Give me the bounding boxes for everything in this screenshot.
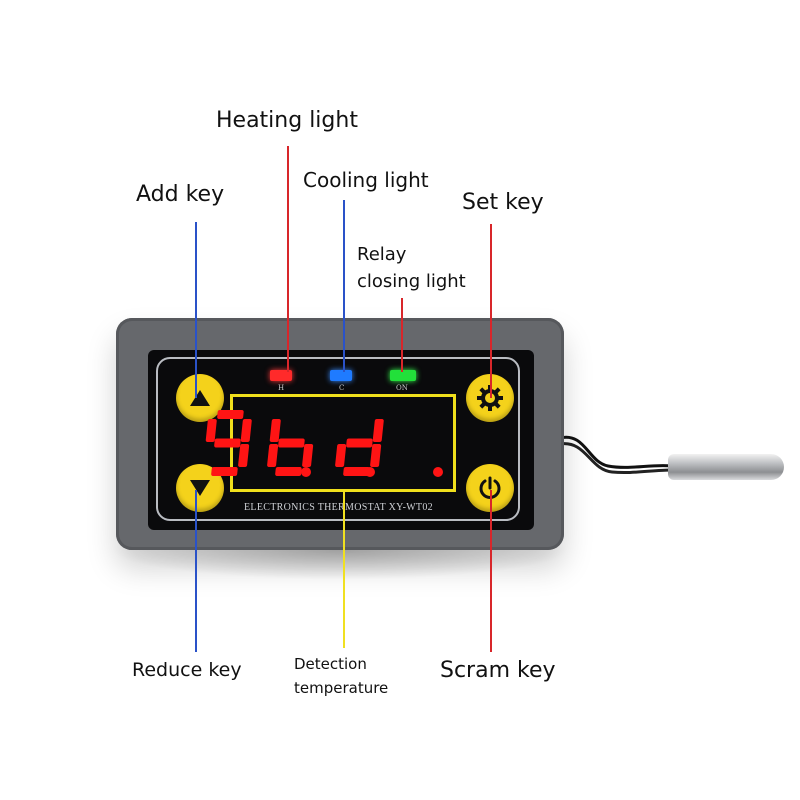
scram-key-leader (490, 490, 492, 652)
heating-led (270, 370, 292, 381)
add-key-button[interactable] (176, 374, 224, 422)
reduce-key-leader (195, 490, 197, 652)
temperature-probe (668, 454, 784, 480)
heating-light-label: Heating light (216, 108, 358, 133)
panel-frame (156, 357, 520, 521)
scram-key-label: Scram key (440, 658, 556, 683)
gear-icon (477, 385, 503, 411)
heating-led-label: H (278, 384, 285, 392)
triangle-up-icon (190, 390, 210, 406)
relay-closing-light-label-2: closing light (357, 271, 466, 292)
cooling-light-leader (343, 200, 345, 372)
detection-temperature-label-1: Detection (294, 655, 367, 673)
cooling-led-label: C (339, 384, 345, 392)
relay-closing-light-label-1: Relay (357, 244, 407, 265)
relay-led-label: ON (396, 384, 408, 392)
relay-light-leader (401, 298, 403, 372)
triangle-down-icon (190, 480, 210, 496)
relay-led (390, 370, 416, 381)
set-key-label: Set key (462, 190, 544, 215)
reduce-key-label: Reduce key (132, 659, 242, 681)
model-text: ELECTRONICS THERMOSTAT XY-WT02 (244, 502, 433, 513)
add-key-leader (195, 222, 197, 398)
set-key-leader (490, 224, 492, 398)
add-key-label: Add key (136, 182, 225, 207)
reduce-key-button[interactable] (176, 464, 224, 512)
cooling-led (330, 370, 352, 381)
heating-light-leader (287, 146, 289, 372)
cooling-light-label: Cooling light (303, 168, 429, 192)
detection-temperature-label-2: temperature (294, 679, 389, 697)
detection-temperature-display (230, 394, 456, 492)
set-key-button[interactable] (466, 374, 514, 422)
detection-temperature-leader (343, 492, 345, 648)
